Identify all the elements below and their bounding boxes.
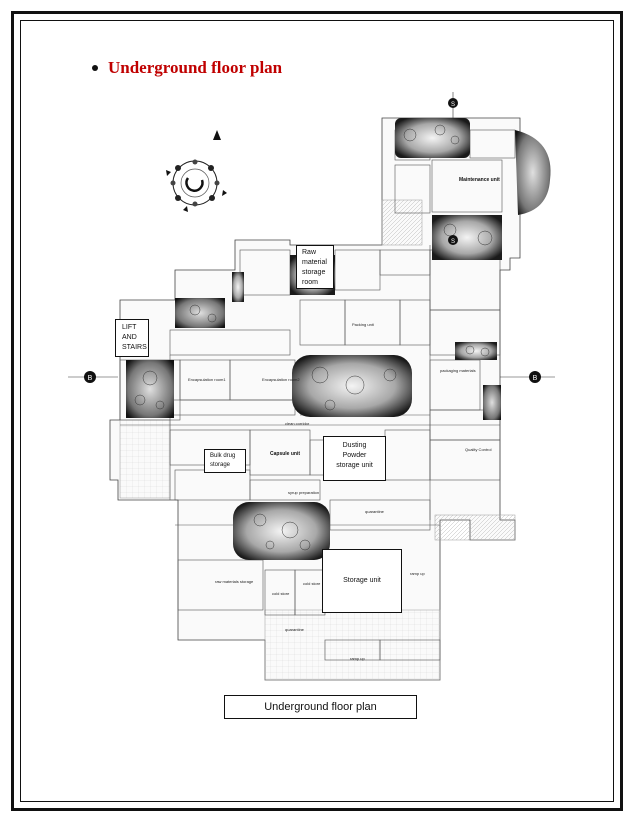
north-compass-icon bbox=[166, 130, 227, 212]
bullet-icon bbox=[92, 65, 98, 71]
room-quarantine-2: quarantine bbox=[285, 627, 305, 632]
svg-text:B: B bbox=[533, 375, 538, 382]
room-packing: Packing unit bbox=[352, 322, 375, 327]
label-storage-unit: Storage unit bbox=[322, 549, 402, 613]
label-line: room bbox=[302, 279, 318, 286]
grid-zone-left bbox=[119, 419, 171, 499]
label-bulk-drug-storage: Bulk drug storage bbox=[204, 449, 246, 473]
room-capsule: Capsule unit bbox=[270, 451, 300, 457]
label-line: storage bbox=[210, 462, 231, 468]
section-marker-b-left: B bbox=[68, 371, 118, 383]
room-maintenance: Maintenance unit bbox=[459, 177, 500, 183]
label-dusting-powder-storage: Dusting Powder storage unit bbox=[323, 436, 386, 481]
label-raw-material-storage: Raw material storage room bbox=[296, 245, 334, 289]
figure-caption: Underground floor plan bbox=[224, 695, 417, 719]
section-marker-s-mid: S bbox=[448, 235, 458, 245]
label-line: Raw bbox=[302, 249, 317, 256]
label-corridor: clean corridor bbox=[285, 421, 310, 426]
label-line: Storage unit bbox=[343, 577, 381, 584]
label-line: storage unit bbox=[336, 462, 373, 469]
room-raw-storage: raw materials storage bbox=[215, 579, 254, 584]
label-lift-and-stairs: LIFT AND STAIRS bbox=[115, 319, 149, 357]
label-ramp-1: ramp up bbox=[410, 571, 425, 576]
shaded-courtyards bbox=[126, 118, 551, 560]
label-line: material bbox=[302, 259, 327, 266]
label-line: AND bbox=[122, 334, 137, 341]
room-encapsulation-2: Encapsulation room2 bbox=[262, 377, 300, 382]
label-ramp-2: ramp up bbox=[350, 656, 365, 661]
heading-text: Underground floor plan bbox=[108, 58, 283, 77]
room-encapsulation-1: Encapsulation room1 bbox=[188, 377, 226, 382]
room-cold-2: cold store bbox=[303, 581, 321, 586]
page-border-inner bbox=[20, 20, 614, 802]
label-line: Powder bbox=[342, 452, 367, 459]
section-marker-s-top: S bbox=[448, 92, 458, 118]
room-syrup: syrup preparation bbox=[288, 490, 319, 495]
section-heading: Underground floor plan bbox=[92, 58, 282, 78]
label-line: LIFT bbox=[122, 324, 137, 331]
hatch-zone-right bbox=[434, 514, 516, 541]
hatch-zone-top bbox=[381, 199, 423, 246]
room-quality: Quality Control bbox=[465, 447, 492, 452]
section-marker-b-right: B bbox=[500, 371, 555, 383]
svg-text:B: B bbox=[88, 375, 93, 382]
label-line: storage bbox=[302, 269, 326, 276]
grid-zone-bottom bbox=[264, 609, 441, 681]
label-line: Bulk drug bbox=[210, 453, 236, 459]
page-border-outer bbox=[11, 11, 623, 811]
tree-symbols bbox=[134, 124, 493, 551]
room-packaging: packaging materials bbox=[440, 368, 476, 373]
label-line: STAIRS bbox=[122, 344, 147, 351]
svg-text:S: S bbox=[451, 102, 455, 108]
svg-text:S: S bbox=[451, 239, 455, 245]
room-quarantine-1: quarantine bbox=[365, 509, 385, 514]
label-line: Dusting bbox=[342, 442, 367, 449]
room-cold-1: cold store bbox=[272, 591, 290, 596]
